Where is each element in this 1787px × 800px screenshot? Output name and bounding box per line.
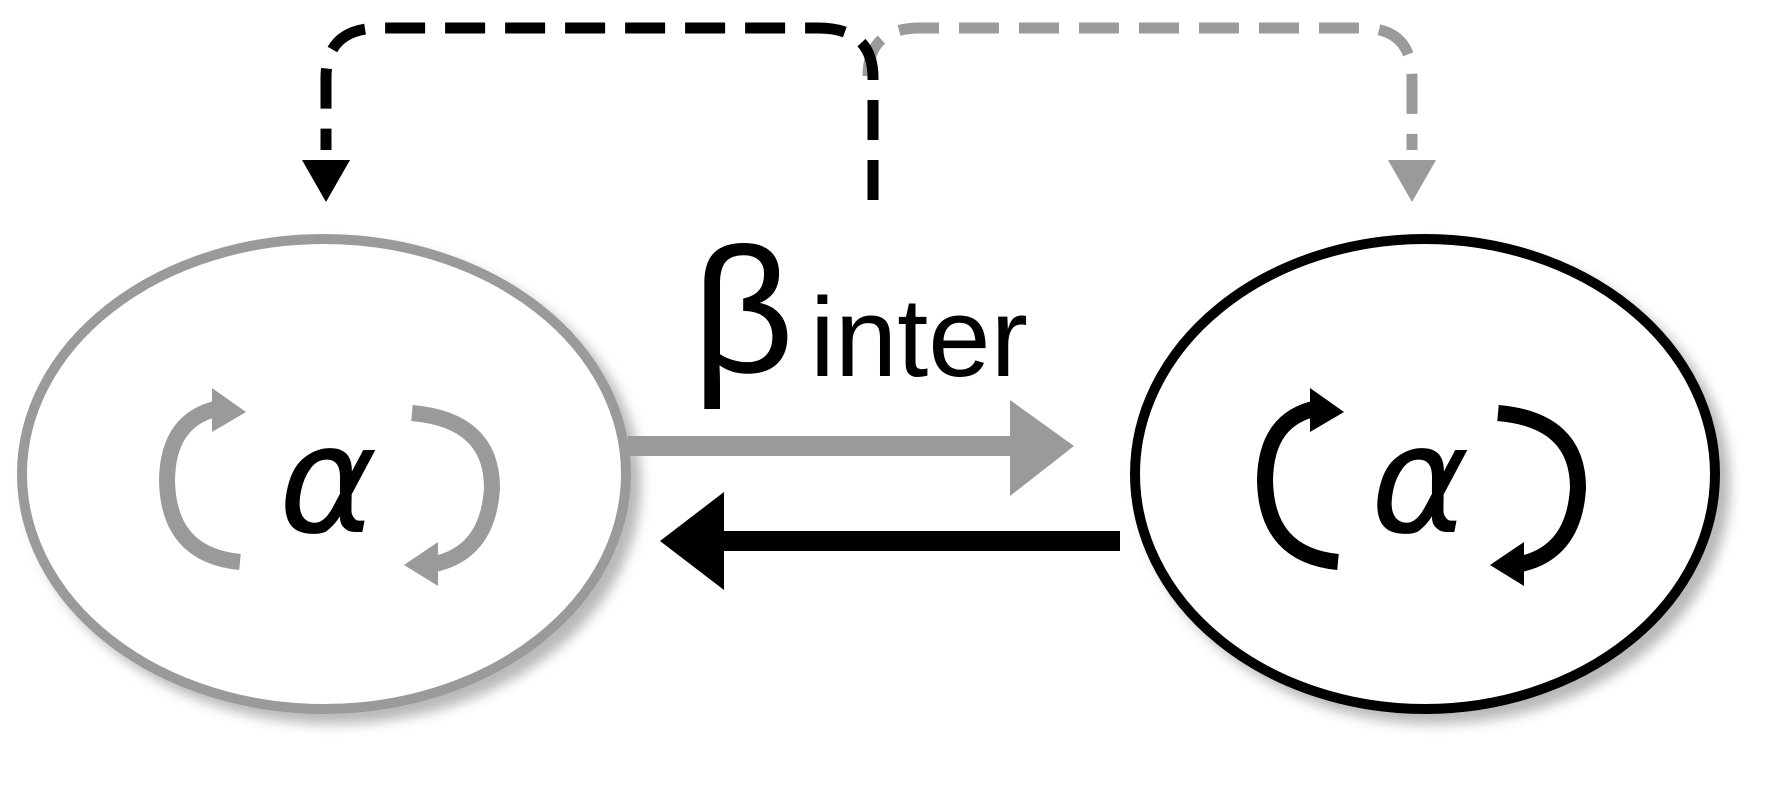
- dashed-feedback-loops: [302, 22, 1436, 202]
- left-self-loop-icon: [158, 388, 501, 586]
- black-dashed-arrowhead: [302, 160, 350, 202]
- right-loop-arrow-left: [1256, 400, 1339, 570]
- gray-arrowhead: [1010, 400, 1074, 496]
- right-loop-arrowhead-left: [1310, 388, 1344, 432]
- left-node: α: [17, 234, 631, 714]
- beta-subscript: inter: [810, 275, 1028, 400]
- gray-dashed-arrowhead: [1388, 160, 1436, 202]
- right-node-alpha: α: [1371, 394, 1470, 568]
- black-dashed-loop: [320, 22, 879, 200]
- left-loop-arrowhead-left: [212, 388, 246, 432]
- right-node: α: [1130, 234, 1720, 714]
- left-loop-arrow-left: [158, 400, 241, 570]
- right-node-ellipse: [1130, 234, 1720, 714]
- left-loop-arrow-right: [411, 405, 501, 573]
- beta-symbol: β: [692, 211, 794, 410]
- gray-dashed-loop: [862, 22, 1418, 150]
- left-loop-arrowhead-right: [404, 542, 438, 586]
- left-node-alpha: α: [279, 394, 378, 568]
- left-node-ellipse: [17, 234, 631, 714]
- right-loop-arrow-right: [1497, 405, 1587, 573]
- right-loop-arrowhead-right: [1490, 542, 1524, 586]
- beta-inter-label: β inter: [692, 211, 1028, 410]
- black-arrowhead: [660, 492, 724, 590]
- right-self-loop-icon: [1256, 388, 1587, 586]
- coupling-arrows: [628, 400, 1120, 590]
